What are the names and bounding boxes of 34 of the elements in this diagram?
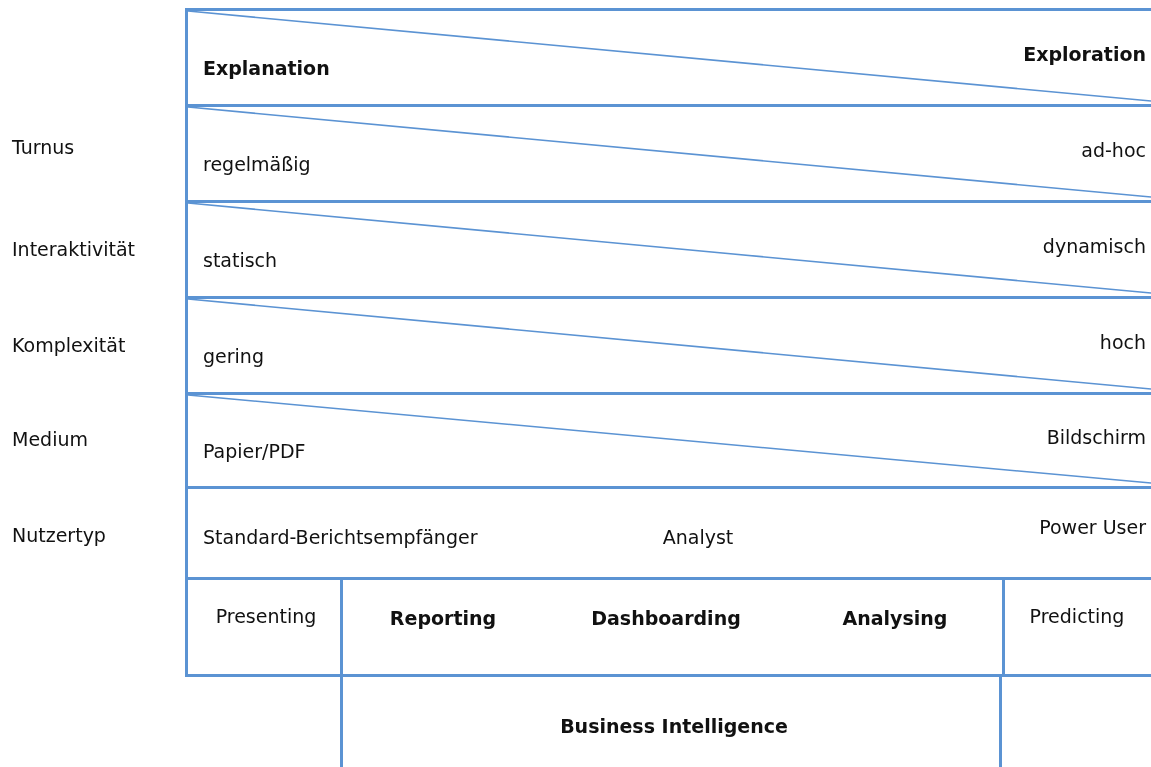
table-cell (185, 486, 1151, 580)
cell-text: dynamisch (1042, 235, 1146, 257)
cell-text: Analyst (662, 526, 734, 548)
cell-text: Bildschirm (1046, 426, 1146, 448)
cell-text: Exploration (1023, 43, 1146, 65)
row-label: Interaktivität (12, 238, 136, 260)
cell-text: Reporting (389, 607, 497, 629)
table-cell (185, 8, 1151, 104)
cell-text: Explanation (203, 57, 330, 79)
cell-text: Papier/PDF (203, 440, 306, 462)
cell-text: Standard-Berichtsempfänger (203, 526, 478, 548)
table-cell (185, 200, 1151, 296)
row-label: Komplexität (12, 334, 126, 356)
cell-text: regelmäßig (203, 153, 311, 175)
table-cell (340, 677, 1002, 767)
cell-text: Predicting (1029, 605, 1125, 627)
cell-text: Analysing (842, 607, 948, 629)
row-label: Nutzertyp (12, 524, 106, 546)
cell-text: Business Intelligence (560, 715, 788, 737)
table-cell (185, 296, 1151, 392)
cell-text: Dashboarding (591, 607, 741, 629)
row-label: Turnus (12, 136, 75, 158)
cell-text: statisch (203, 249, 278, 271)
table-cell (185, 104, 1151, 200)
row-label: Medium (12, 428, 88, 450)
table-cell (185, 580, 342, 677)
table-cell (185, 392, 1151, 486)
table-cell (1002, 580, 1151, 677)
cell-text: Power User (1039, 516, 1146, 538)
cell-text: gering (203, 345, 264, 367)
table-cell (340, 580, 1002, 677)
cell-text: ad-hoc (1081, 139, 1146, 161)
cell-text: hoch (1099, 331, 1146, 353)
cell-text: Presenting (215, 605, 317, 627)
